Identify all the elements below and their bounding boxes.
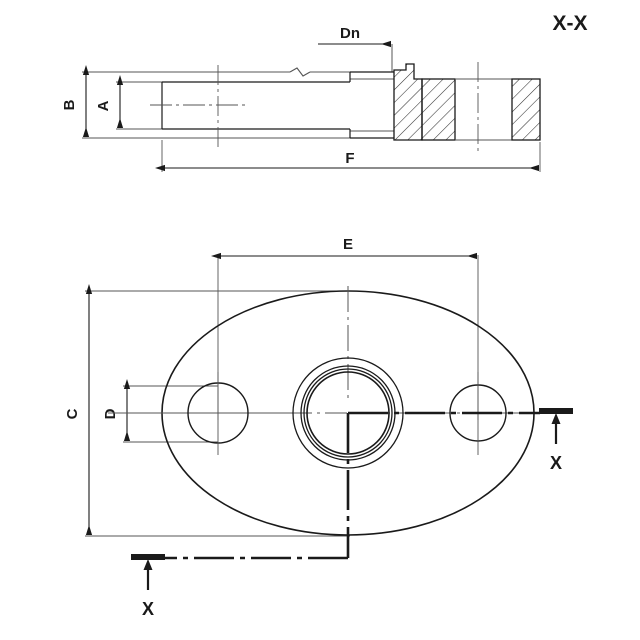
- flange-body-hatched: [421, 78, 456, 141]
- flange-hatch-right: [511, 78, 541, 141]
- socket-region: [349, 71, 394, 139]
- dimension-a: A: [95, 75, 162, 130]
- flange-hub-hatched: [393, 63, 423, 141]
- dimension-d: D: [102, 379, 218, 443]
- dn-label: Dn: [340, 25, 360, 42]
- section-cut-line: [150, 411, 540, 560]
- section-marker-right-bar: [539, 408, 573, 414]
- center-circle-outer: [292, 357, 404, 469]
- section-marker-right[interactable]: X: [539, 408, 573, 473]
- center-circle-third: [303, 368, 393, 458]
- plan-view-group: E C D: [64, 236, 573, 619]
- section-title: X-X: [552, 12, 587, 35]
- section-view-group: Dn B A: [61, 25, 541, 172]
- dimension-c: C: [64, 284, 350, 537]
- e-label: E: [343, 236, 353, 253]
- flange-rim-hatched: [511, 78, 541, 141]
- section-marker-right-arrowhead: [551, 413, 561, 424]
- flange-plate: [455, 62, 512, 152]
- bolt-hole-left: [187, 372, 249, 455]
- section-marker-bottom-label: X: [142, 599, 154, 619]
- dimension-f: F: [155, 140, 541, 172]
- pipe-body: [150, 65, 350, 150]
- center-circle-bore: [306, 371, 390, 455]
- c-label: C: [64, 408, 81, 419]
- d-label: D: [102, 408, 119, 419]
- dimension-dn: Dn: [318, 25, 393, 72]
- b-label: B: [61, 99, 78, 110]
- f-label: F: [345, 150, 354, 167]
- a-label: A: [95, 100, 112, 111]
- hub-hatch-body: [393, 63, 423, 141]
- break-line: [289, 67, 311, 77]
- section-marker-bottom[interactable]: X: [131, 554, 165, 619]
- flange-hatch-left: [421, 78, 456, 141]
- section-marker-bottom-bar: [131, 554, 165, 560]
- section-marker-bottom-arrowhead: [143, 559, 153, 570]
- section-marker-right-label: X: [550, 453, 562, 473]
